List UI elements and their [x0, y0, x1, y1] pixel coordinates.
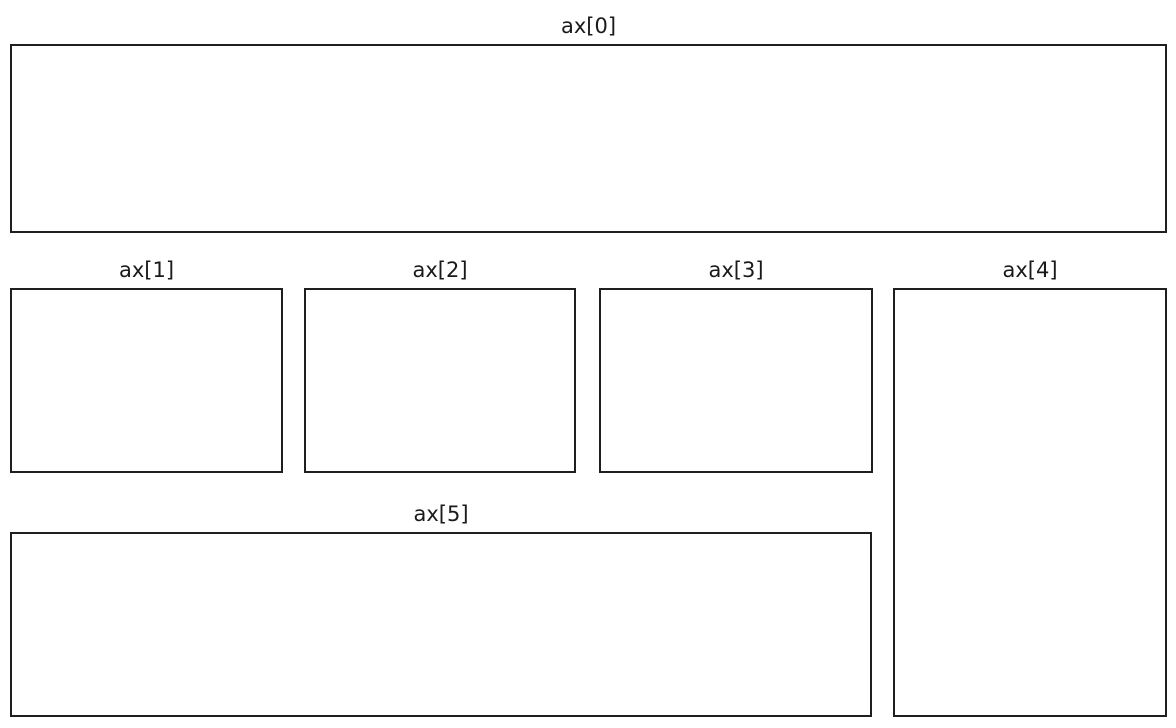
axes-ax4: ax[4]: [893, 258, 1167, 717]
axes-ax5: ax[5]: [10, 502, 872, 717]
axes-ax3: ax[3]: [599, 258, 873, 473]
axes-ax0: ax[0]: [10, 14, 1167, 233]
axes-title-ax2: ax[2]: [412, 257, 468, 282]
axes-title-ax0: ax[0]: [560, 13, 617, 38]
axes-title-ax3: ax[3]: [708, 257, 764, 282]
axes-title-ax5: ax[5]: [413, 501, 469, 526]
axes-title-ax4: ax[4]: [1002, 257, 1058, 282]
axes-ax1: ax[1]: [10, 258, 283, 473]
axes-ax2: ax[2]: [304, 258, 576, 473]
axes-title-ax1: ax[1]: [118, 257, 175, 282]
